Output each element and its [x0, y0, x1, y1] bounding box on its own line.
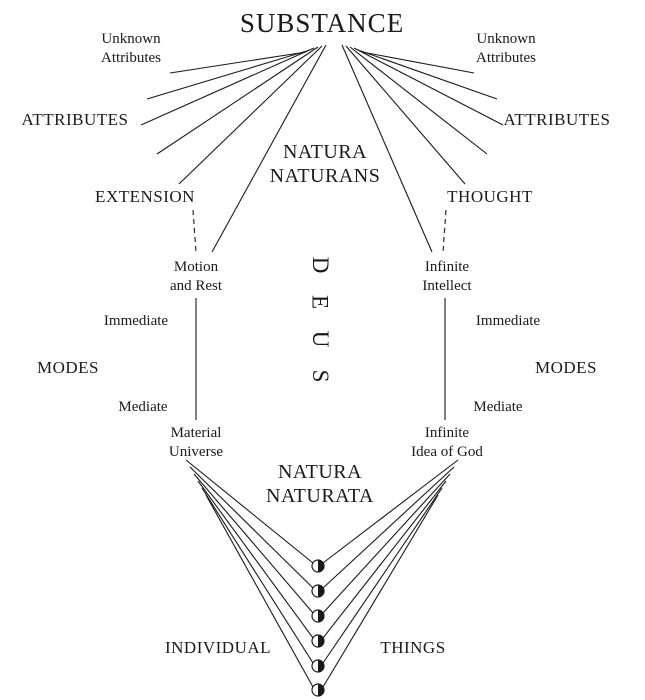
label-line: NATURA [282, 141, 368, 163]
deus-letter: D [308, 256, 333, 274]
deus-letter: E [308, 294, 333, 310]
label-line: Infinite [424, 259, 470, 275]
dashed-link-thought [442, 209, 447, 253]
individual-thing-node [311, 609, 325, 623]
attribute-to-mode-dashed-links [192, 209, 447, 253]
label-line: Attributes [476, 49, 536, 66]
ray-line [357, 49, 498, 100]
infinite-intellect-label: Infinite Intellect [422, 258, 471, 296]
substance-rays-right [341, 44, 504, 253]
motion-and-rest-label: Motion and Rest [170, 258, 222, 296]
label-line: Motion [173, 259, 219, 275]
individual-thing-node [311, 683, 325, 697]
ray-line [205, 494, 314, 688]
ray-line [341, 44, 433, 253]
individual-label: INDIVIDUAL [164, 638, 272, 657]
material-universe-label: Material Universe [169, 424, 223, 462]
individual-thing-nodes [311, 559, 325, 697]
ray-line [156, 46, 319, 155]
ray-line [169, 51, 307, 74]
ray-line [322, 459, 459, 564]
label-line: NATURA [277, 461, 363, 483]
natura-naturans-label: NATURA NATURANS [270, 141, 381, 188]
label-line: Universe [168, 443, 224, 460]
modes-right-label: MODES [534, 358, 598, 377]
ray-line [322, 480, 447, 639]
ray-line [140, 47, 315, 126]
ray-line [193, 473, 314, 614]
individual-thing-node [311, 634, 325, 648]
things-label: THINGS [380, 638, 446, 657]
extension-label: EXTENSION [95, 187, 195, 206]
individual-thing-node [311, 584, 325, 598]
substance-rays-left [140, 44, 327, 253]
ray-line [361, 51, 475, 74]
label-line: and Rest [169, 277, 223, 294]
thought-label: THOUGHT [447, 187, 533, 206]
ray-line [201, 487, 314, 664]
substance-title: SUBSTANCE [239, 8, 405, 38]
label-line: Material [170, 425, 222, 441]
label-line: NATURANS [269, 164, 381, 187]
attributes-left-label: ATTRIBUTES [21, 110, 129, 129]
ray-line [349, 46, 488, 155]
mediate-left-label: Mediate [118, 399, 168, 415]
immediate-to-mediate-links [195, 298, 446, 420]
deus-letter: U [308, 330, 333, 348]
ray-line [322, 494, 439, 688]
modes-left-label: MODES [36, 358, 100, 377]
naturata-rays-left [185, 459, 314, 688]
individual-thing-node [311, 559, 325, 573]
ray-line [178, 45, 323, 185]
ray-line [197, 480, 314, 639]
immediate-right-label: Immediate [475, 313, 541, 329]
individual-thing-node [311, 659, 325, 673]
mediate-right-label: Mediate [473, 399, 523, 415]
deus-vertical-label: D E U S [308, 252, 333, 389]
label-line: Idea of God [411, 443, 483, 460]
ray-line [185, 459, 314, 564]
immediate-left-label: Immediate [103, 313, 169, 329]
label-line: Unknown [476, 31, 536, 47]
dashed-link-extension [192, 209, 197, 253]
infinite-idea-of-god-label: Infinite Idea of God [411, 424, 483, 462]
label-line: Infinite [424, 425, 470, 441]
label-line: Attributes [101, 49, 161, 66]
natura-naturata-label: NATURA NATURATA [266, 461, 374, 508]
deus-letter: S [307, 369, 333, 383]
ray-line [189, 466, 314, 589]
unknown-attributes-left-label: Unknown Attributes [101, 30, 161, 68]
ray-line [353, 47, 504, 126]
ray-line [322, 466, 455, 589]
naturata-rays-right [322, 459, 459, 688]
unknown-attributes-right-label: Unknown Attributes [476, 30, 536, 68]
ray-line [322, 487, 443, 664]
label-line: Intellect [422, 277, 472, 294]
label-line: NATURATA [266, 484, 374, 507]
ray-line [211, 44, 327, 253]
label-line: Unknown [101, 31, 161, 47]
ray-line [146, 49, 311, 100]
attributes-right-label: ATTRIBUTES [503, 110, 611, 129]
ray-line [345, 45, 466, 185]
ray-line [322, 473, 451, 614]
